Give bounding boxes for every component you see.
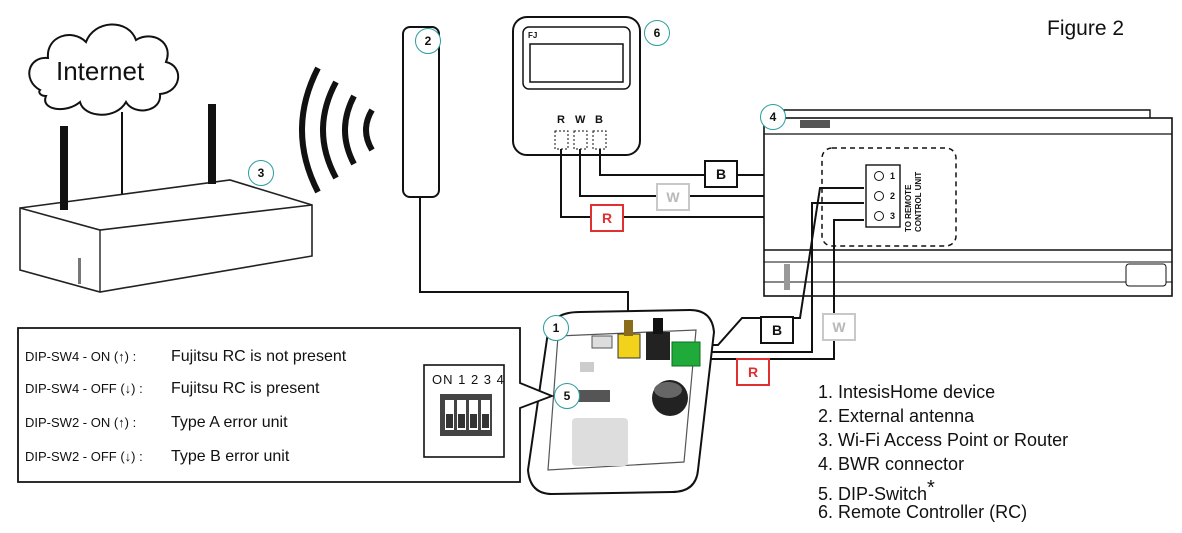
dip-setting-desc: Fujitsu RC is not present (171, 348, 347, 365)
wire-label-b-device: B (760, 316, 794, 344)
legend-item: 1. IntesisHome device (818, 382, 996, 402)
remote-terminal-r: R (557, 114, 565, 126)
callout-5: 5 (554, 383, 580, 409)
remote-terminal-w: W (575, 114, 586, 126)
connector-terminal-1: 1 (890, 171, 896, 181)
callout-6: 6 (644, 20, 670, 46)
wire-label-r-device: R (736, 358, 770, 386)
wire-label-w: W (656, 183, 690, 211)
remote-controller (512, 16, 641, 156)
remote-brand: FJ (528, 31, 538, 40)
dip-setting-row: DIP-SW2 - OFF (↓) : Type B error unit (25, 448, 289, 466)
dip-setting-code: DIP-SW4 - OFF (↓) : (25, 381, 143, 396)
antenna-left (60, 126, 68, 210)
dip-setting-row: DIP-SW4 - ON (↑) : Fujitsu RC is not pres… (25, 348, 346, 366)
cloud-shape (28, 23, 180, 116)
figure-title: Figure 2 (1047, 17, 1125, 40)
intesishome-device (526, 308, 716, 496)
legend-asterisk: * (927, 477, 935, 499)
legend-item: 4. BWR connector (818, 454, 965, 474)
legend-item: 2. External antenna (818, 406, 975, 426)
remote-terminal-b: B (595, 114, 603, 126)
legend-item: 6. Remote Controller (RC) (818, 502, 1028, 522)
dip-setting-row: DIP-SW2 - ON (↑) : Type A error unit (25, 414, 288, 432)
dip-setting-code: DIP-SW2 - OFF (↓) : (25, 449, 143, 464)
internet-cloud-label: Internet (56, 56, 145, 86)
wire-label-b: B (704, 160, 738, 188)
dip-setting-desc: Type A error unit (171, 414, 288, 431)
callout-2: 2 (415, 28, 441, 54)
dip-setting-code: DIP-SW2 - ON (↑) : (25, 415, 137, 430)
callout-1: 1 (543, 315, 569, 341)
callout-3: 3 (248, 160, 274, 186)
connector-terminal-3: 3 (890, 211, 896, 221)
dip-setting-desc: Fujitsu RC is present (171, 380, 320, 397)
wire-label-w-device: W (822, 313, 856, 341)
router (19, 104, 313, 293)
dip-switch-header: ON 1 2 3 4 (432, 372, 505, 387)
legend-item: 3. Wi-Fi Access Point or Router (818, 430, 1069, 450)
wire-label-r: R (590, 204, 624, 232)
dip-settings-panel (17, 327, 555, 483)
dip-setting-desc: Type B error unit (171, 448, 290, 465)
connector-terminal-2: 2 (890, 191, 896, 201)
indoor-unit (763, 109, 1173, 297)
antenna-right (208, 104, 216, 184)
wireless-waves-icon (299, 66, 375, 194)
dip-setting-row: DIP-SW4 - OFF (↓) : Fujitsu RC is present (25, 380, 320, 398)
legend-item: 5. DIP-Switch* (818, 477, 935, 504)
callout-4: 4 (760, 104, 786, 130)
dip-setting-code: DIP-SW4 - ON (↑) : (25, 349, 137, 364)
